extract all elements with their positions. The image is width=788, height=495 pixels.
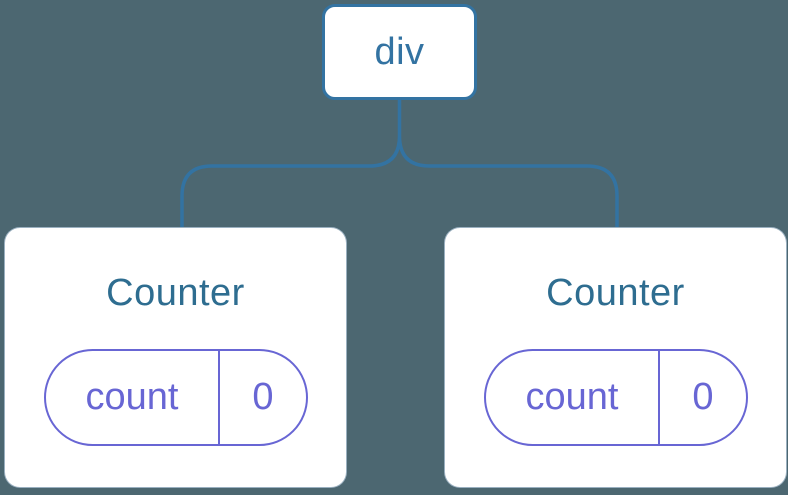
counter-node: Counter count 0 [444,227,787,488]
tree-connector-lines [180,98,619,229]
counter-node: Counter count 0 [4,227,347,488]
state-key-label: count [525,376,619,418]
counter-node-title: Counter [546,272,685,314]
state-value-cell: 0 [660,351,746,444]
state-value: 0 [252,376,274,418]
root-node: div [322,4,477,100]
state-key-label: count [85,376,179,418]
state-key-cell: count [46,351,220,444]
state-key-cell: count [486,351,660,444]
counter-node-title: Counter [106,272,245,314]
state-pill: count 0 [44,349,308,446]
state-pill: count 0 [484,349,748,446]
state-value: 0 [692,376,714,418]
root-node-label: div [374,30,425,73]
state-value-cell: 0 [220,351,306,444]
